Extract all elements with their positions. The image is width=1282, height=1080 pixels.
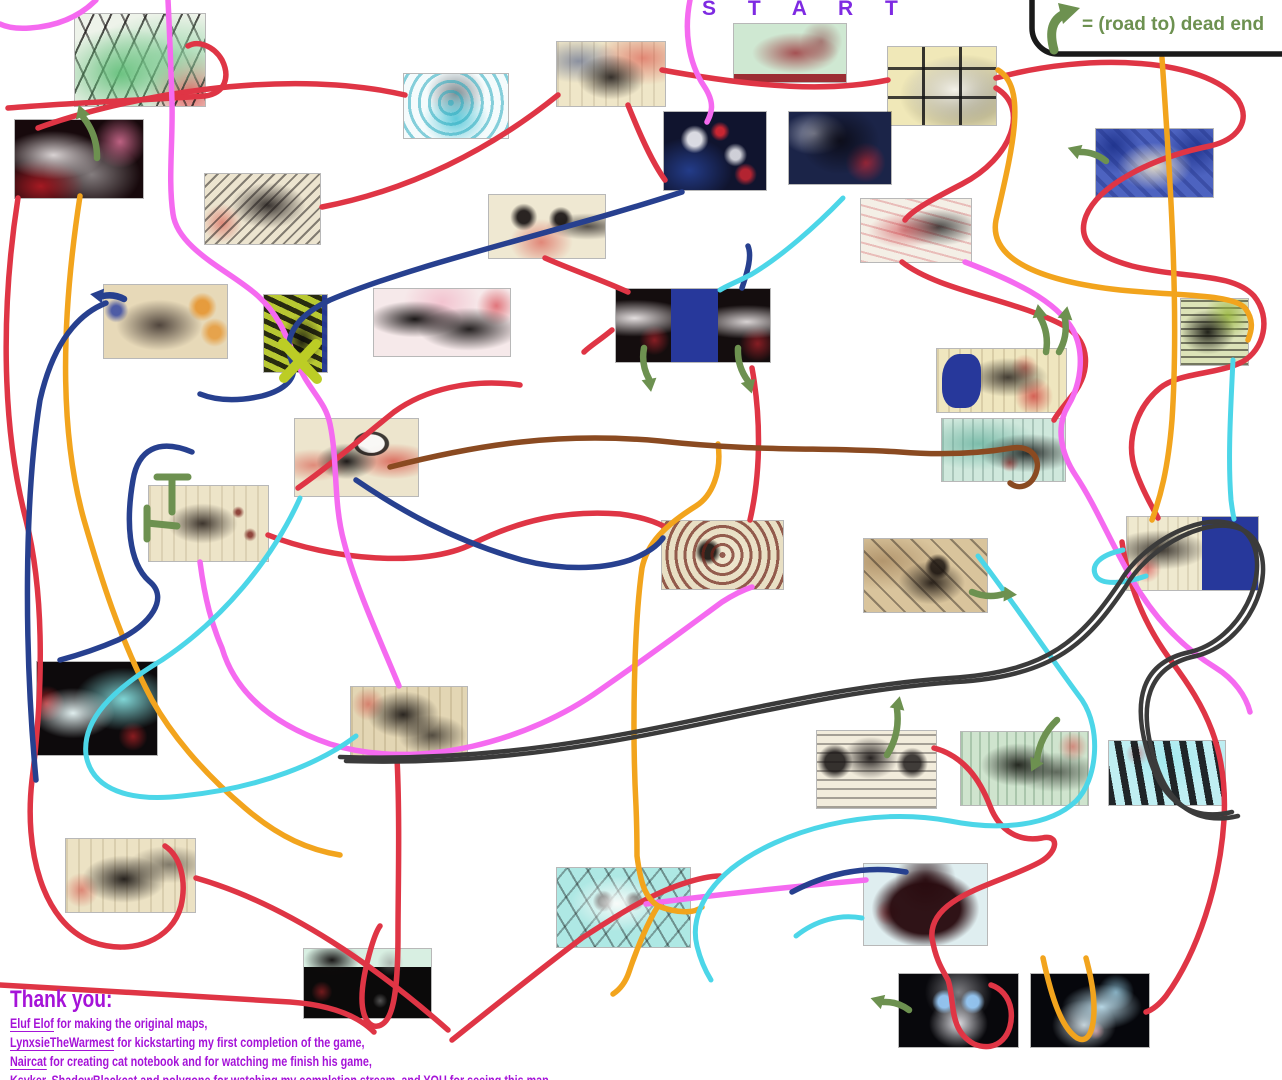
credited-person: Naircat <box>10 1054 47 1071</box>
dead-end-arrow-marker-4 <box>1032 304 1051 356</box>
map-node-cross-field-cat <box>864 539 987 612</box>
legend-label: = (road to) dead end <box>1082 14 1265 35</box>
credits-line-1: Eluf Elof for making the original maps, <box>10 1014 522 1033</box>
route-red-7 <box>542 255 631 295</box>
route-red-16 <box>747 365 762 523</box>
start-label: S T A R T <box>702 0 911 20</box>
credits-text: , <box>45 1073 51 1080</box>
map-node-spiral-boat <box>404 74 508 138</box>
map-node-navy-bubbles <box>664 112 766 190</box>
route-red-18 <box>625 102 668 183</box>
map-node-scribble-cat <box>861 199 971 262</box>
map-node-start-room <box>734 24 846 82</box>
map-node-cream-cat-face <box>489 195 605 258</box>
map-node-censored-den <box>937 349 1066 412</box>
route-red-8 <box>581 327 615 355</box>
map-node-green-imp <box>961 732 1088 805</box>
credits-text: for kickstarting my first completion of … <box>114 1035 365 1051</box>
map-node-window-cat <box>888 47 996 125</box>
credited-person: YOU <box>423 1073 447 1080</box>
route-cyan-43 <box>793 914 865 939</box>
credits-line-3: Naircat for creating cat notebook and fo… <box>10 1052 522 1071</box>
map-node-lying-cat <box>66 839 195 912</box>
route-magenta-23 <box>197 559 755 758</box>
censor-rectangle <box>1201 517 1258 590</box>
map-node-navy-eagle <box>789 112 891 184</box>
map-node-swirl-ghost-cat <box>1031 974 1149 1047</box>
map-node-diamond-blocks <box>864 864 987 945</box>
route-red-15 <box>265 510 668 562</box>
route-cyan-38 <box>717 195 846 293</box>
credited-person: LynxsieTheWarmest <box>10 1035 115 1052</box>
map-node-ink-blob-cats <box>374 289 510 356</box>
map-node-swirl-cat <box>662 521 783 589</box>
credits-heading: Thank you: <box>10 986 113 1013</box>
route-navy-36 <box>739 243 753 291</box>
credits-lines: Eluf Elof for making the original maps,L… <box>10 1014 650 1080</box>
map-node-chartreuse-stripes <box>264 295 327 372</box>
credits-line-2: LynxsieTheWarmest for kickstarting my fi… <box>10 1033 522 1052</box>
map-node-dark-pink-cat <box>15 120 143 198</box>
map-node-censored-study <box>1127 517 1258 590</box>
credited-person: polygone <box>162 1073 211 1080</box>
map-node-censored-hall <box>616 289 770 362</box>
credits-line-4: Ksyker, ShadowBlackcat and polygone for … <box>10 1071 549 1080</box>
censor-rectangle <box>671 289 718 362</box>
credited-person: Ksyker <box>10 1073 46 1080</box>
map-node-teal-wash <box>942 419 1065 481</box>
map-node-cyan-teeth <box>1109 741 1225 805</box>
map-node-moss-cat <box>1181 299 1248 365</box>
map-node-tan-cat-dots <box>104 285 227 358</box>
credits-text: for seeing this map <box>447 1073 549 1080</box>
dead-end-arrow-icon <box>1047 3 1080 55</box>
dead-end-arrow-marker-5 <box>1055 306 1073 356</box>
map-node-web-cat <box>557 868 690 947</box>
credits-text: for watching my completion stream, and <box>211 1073 424 1080</box>
credits-text: and <box>137 1073 162 1080</box>
map-node-geometric-cat <box>205 174 320 244</box>
map-node-constellation-cat <box>149 486 268 561</box>
credits-block: Thank you: Eluf Elof for making the orig… <box>10 986 650 1080</box>
map-node-crystal-peaks <box>75 14 205 106</box>
credits-text: for making the original maps, <box>53 1016 208 1031</box>
map-node-winged-cat-sketch <box>557 42 665 106</box>
credited-person: Eluf Elof <box>10 1016 54 1032</box>
map-node-two-cats-dark <box>37 662 157 755</box>
route-orange-28 <box>1149 55 1178 523</box>
map-node-house-arrows-cat <box>817 731 936 808</box>
credited-person: ShadowBlackcat <box>51 1073 138 1080</box>
map-node-claw-cat <box>351 687 467 756</box>
map-node-blue-star-cat <box>1096 129 1213 197</box>
map-node-speech-cat <box>295 419 418 496</box>
route-brown-44 <box>387 435 1040 490</box>
censor-rectangle <box>942 354 981 409</box>
route-cyan-42 <box>1227 357 1237 522</box>
map-node-cheshire-grin <box>899 974 1018 1047</box>
credits-text: for creating cat notebook and for watchi… <box>46 1054 372 1070</box>
